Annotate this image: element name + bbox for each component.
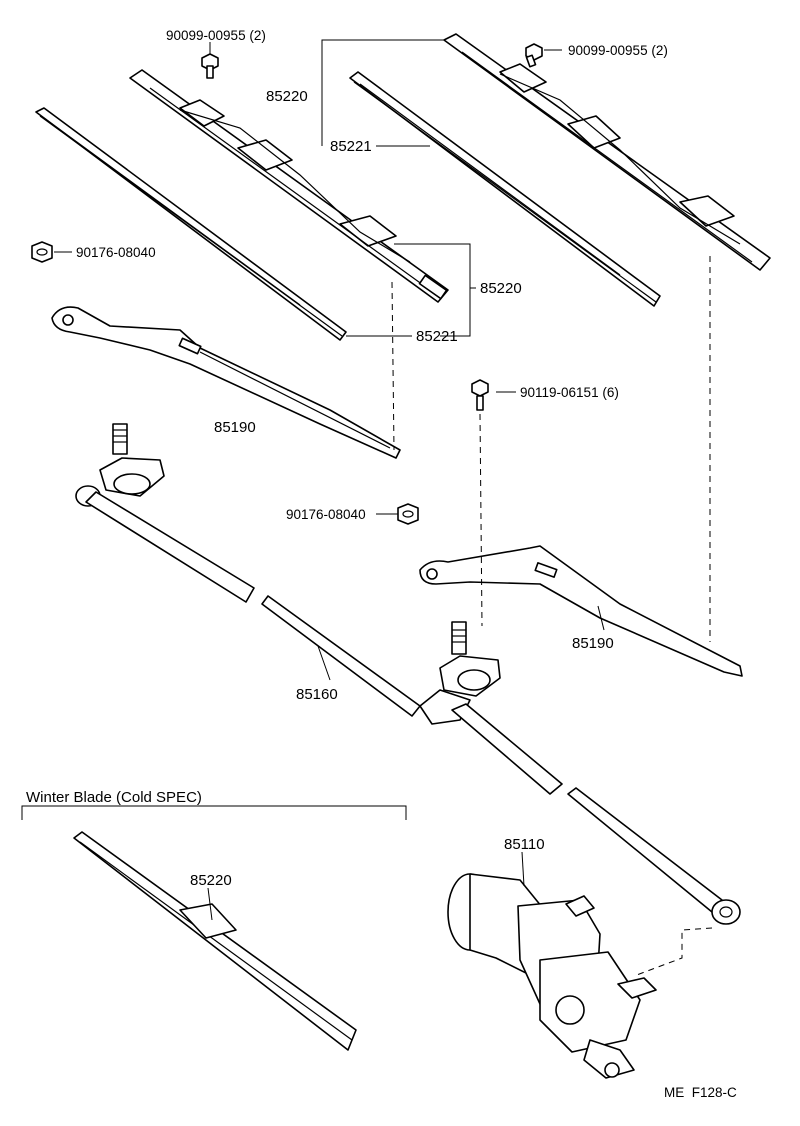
label-blade-right: 85220 [266, 88, 308, 105]
right-wiper-blade-85220 [443, 33, 771, 271]
bolt-icon [201, 53, 219, 79]
winter-blade-heading: Winter Blade (Cold SPEC) [26, 789, 202, 806]
bolt-icon [471, 379, 489, 411]
right-wiper-arm-85190 [419, 545, 743, 677]
left-wiper-arm-85190 [51, 306, 401, 459]
label-bolt-top-left: 90099-00955 (2) [166, 28, 266, 43]
label-winter-blade: 85220 [190, 872, 232, 889]
label-nut-left: 90176-08040 [76, 245, 156, 260]
label-pivot-bolt: 90119-06151 (6) [520, 385, 619, 400]
label-arm-left: 85190 [214, 419, 256, 436]
winter-blade-85220 [73, 831, 357, 1051]
wiper-link-85160 [85, 491, 741, 925]
right-refill-85221 [349, 71, 661, 307]
left-refill-85221 [35, 107, 347, 341]
label-bolt-top-right: 90099-00955 (2) [568, 43, 668, 58]
leader-lines [21, 39, 605, 921]
label-refill-right: 85221 [330, 138, 372, 155]
label-arm-right: 85190 [572, 635, 614, 652]
label-refill-left: 85221 [416, 328, 458, 345]
bolt-icon [525, 43, 543, 68]
label-motor: 85110 [504, 836, 545, 853]
figure-code: ME F128-C [664, 1085, 737, 1100]
label-blade-left: 85220 [480, 280, 522, 297]
label-link: 85160 [296, 686, 338, 703]
wiper-motor-icon [447, 873, 657, 1079]
nut-icon [397, 503, 419, 525]
left-pivot [75, 423, 165, 507]
label-nut-mid: 90176-08040 [286, 507, 366, 522]
nut-icon [31, 241, 53, 263]
left-wiper-blade-85220 [129, 69, 449, 303]
center-pivot [439, 621, 501, 697]
alignment-dashed-lines [391, 256, 713, 977]
